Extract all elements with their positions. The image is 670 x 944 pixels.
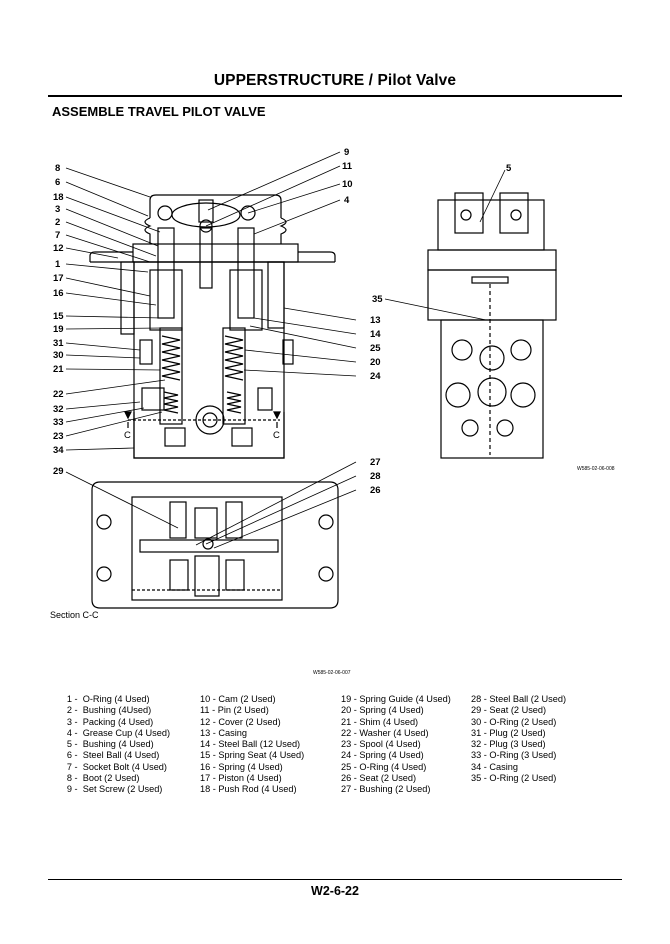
parts-list-item: 11 - Pin (2 Used): [200, 705, 269, 716]
parts-list-item: 30 - O-Ring (2 Used): [471, 716, 557, 727]
leader-lines: [65, 151, 506, 549]
callout-4: 4: [344, 195, 350, 206]
figure-ref-top: W585-02-06-008: [577, 466, 615, 472]
parts-list-item: 6 - Steel Ball (4 Used): [66, 750, 160, 761]
parts-list-item: 35 - O-Ring (2 Used): [471, 773, 557, 784]
callout-8: 8: [55, 163, 60, 174]
callout-35: 35: [372, 294, 383, 305]
parts-list-item: 18 - Push Rod (4 Used): [200, 784, 297, 795]
callout-15: 15: [53, 311, 64, 322]
callout-16: 16: [53, 288, 64, 299]
callout-27: 27: [370, 457, 381, 468]
parts-list-item: 9 - Set Screw (2 Used): [66, 784, 163, 795]
callout-29: 29: [53, 466, 64, 477]
callout-32: 32: [53, 404, 64, 415]
parts-list-item: 28 - Steel Ball (2 Used): [471, 694, 567, 704]
main-cross-section: [89, 194, 336, 459]
parts-list-item: 31 - Plug (2 Used): [471, 727, 546, 738]
callout-17: 17: [53, 273, 64, 284]
section-c-c-label: Section C-C: [50, 610, 99, 620]
parts-list-item: 16 - Spring (4 Used): [200, 761, 283, 772]
page-number: W2-6-22: [311, 884, 359, 898]
callout-3: 3: [55, 204, 60, 215]
parts-column-4: 28 - Steel Ball (2 Used) 29 - Seat (2 Us…: [471, 694, 566, 784]
parts-list-item: 17 - Piston (4 Used): [200, 773, 282, 784]
parts-list-item: 19 - Spring Guide (4 Used): [341, 694, 451, 704]
parts-list-item: 10 - Cam (2 Used): [200, 694, 276, 704]
parts-column-1: 1 - O-Ring (4 Used) 2 - Bushing (4Used) …: [60, 694, 170, 796]
callout-24: 24: [370, 371, 381, 382]
page-header-title: UPPERSTRUCTURE / Pilot Valve: [213, 72, 457, 89]
callout-12: 12: [53, 243, 64, 254]
parts-list-item: 3 - Packing (4 Used): [66, 716, 154, 727]
parts-list-item: 26 - Seat (2 Used): [341, 773, 417, 784]
parts-list-item: 15 - Spring Seat (4 Used): [200, 750, 305, 761]
callout-28: 28: [370, 471, 381, 482]
parts-list-item: 14 - Steel Ball (12 Used): [200, 739, 301, 750]
callout-20: 20: [370, 357, 381, 368]
footer-rule: [48, 879, 622, 880]
section-title: ASSEMBLE TRAVEL PILOT VALVE: [52, 104, 266, 119]
callout-34: 34: [53, 445, 64, 456]
callout-25: 25: [370, 343, 381, 354]
callout-11: 11: [342, 161, 353, 172]
callout-10: 10: [342, 179, 353, 190]
callout-9: 9: [344, 147, 349, 158]
callout-5: 5: [506, 163, 512, 174]
parts-list-item: 24 - Spring (4 Used): [341, 750, 424, 761]
callout-numbers: 8 6 18 3 2 7 12 1 17 16 15 19 31 30 21 2…: [53, 147, 512, 496]
callout-30: 30: [53, 350, 64, 361]
callout-2: 2: [55, 217, 60, 228]
section-mark-left: C: [124, 430, 131, 441]
header-rule: [48, 95, 622, 97]
callout-13: 13: [370, 315, 381, 326]
parts-list-item: 2 - Bushing (4Used): [66, 705, 152, 716]
parts-list-item: 32 - Plug (3 Used): [471, 739, 546, 750]
parts-list-item: 23 - Spool (4 Used): [341, 739, 421, 750]
parts-list-item: 12 - Cover (2 Used): [200, 716, 281, 727]
parts-column-2: 10 - Cam (2 Used) 11 - Pin (2 Used) 12 -…: [200, 694, 304, 796]
callout-19: 19: [53, 324, 64, 335]
callout-31: 31: [53, 338, 64, 349]
parts-list-item: 21 - Shim (4 Used): [341, 716, 419, 727]
callout-22: 22: [53, 389, 64, 400]
parts-list-item: 27 - Bushing (2 Used): [341, 784, 431, 795]
callout-7: 7: [55, 230, 60, 241]
callout-18: 18: [53, 192, 64, 203]
parts-column-3: 19 - Spring Guide (4 Used) 20 - Spring (…: [341, 694, 451, 796]
parts-list-item: 1 - O-Ring (4 Used): [66, 694, 150, 704]
parts-list-item: 4 - Grease Cup (4 Used): [66, 727, 171, 738]
callout-14: 14: [370, 329, 381, 340]
parts-list-item: 22 - Washer (4 Used): [341, 727, 429, 738]
figure-ref-bottom: W585-02-06-007: [313, 670, 351, 676]
section-mark-right: C: [273, 430, 280, 441]
parts-list-item: 33 - O-Ring (3 Used): [471, 750, 557, 761]
parts-list-item: 25 - O-Ring (4 Used): [341, 761, 427, 772]
callout-23: 23: [53, 431, 64, 442]
parts-list-item: 29 - Seat (2 Used): [471, 705, 547, 716]
callout-33: 33: [53, 417, 64, 428]
parts-list-item: 7 - Socket Bolt (4 Used): [66, 761, 167, 772]
callout-1: 1: [55, 259, 61, 270]
parts-list-item: 8 - Boot (2 Used): [66, 773, 140, 784]
callout-6: 6: [55, 177, 60, 188]
parts-list-item: 20 - Spring (4 Used): [341, 705, 424, 716]
callout-21: 21: [53, 364, 64, 375]
parts-list-item: 34 - Casing: [471, 761, 519, 772]
parts-list-item: 13 - Casing: [200, 727, 248, 738]
parts-list-item: 5 - Bushing (4 Used): [66, 739, 154, 750]
side-view: [427, 192, 557, 459]
callout-26: 26: [370, 485, 381, 496]
